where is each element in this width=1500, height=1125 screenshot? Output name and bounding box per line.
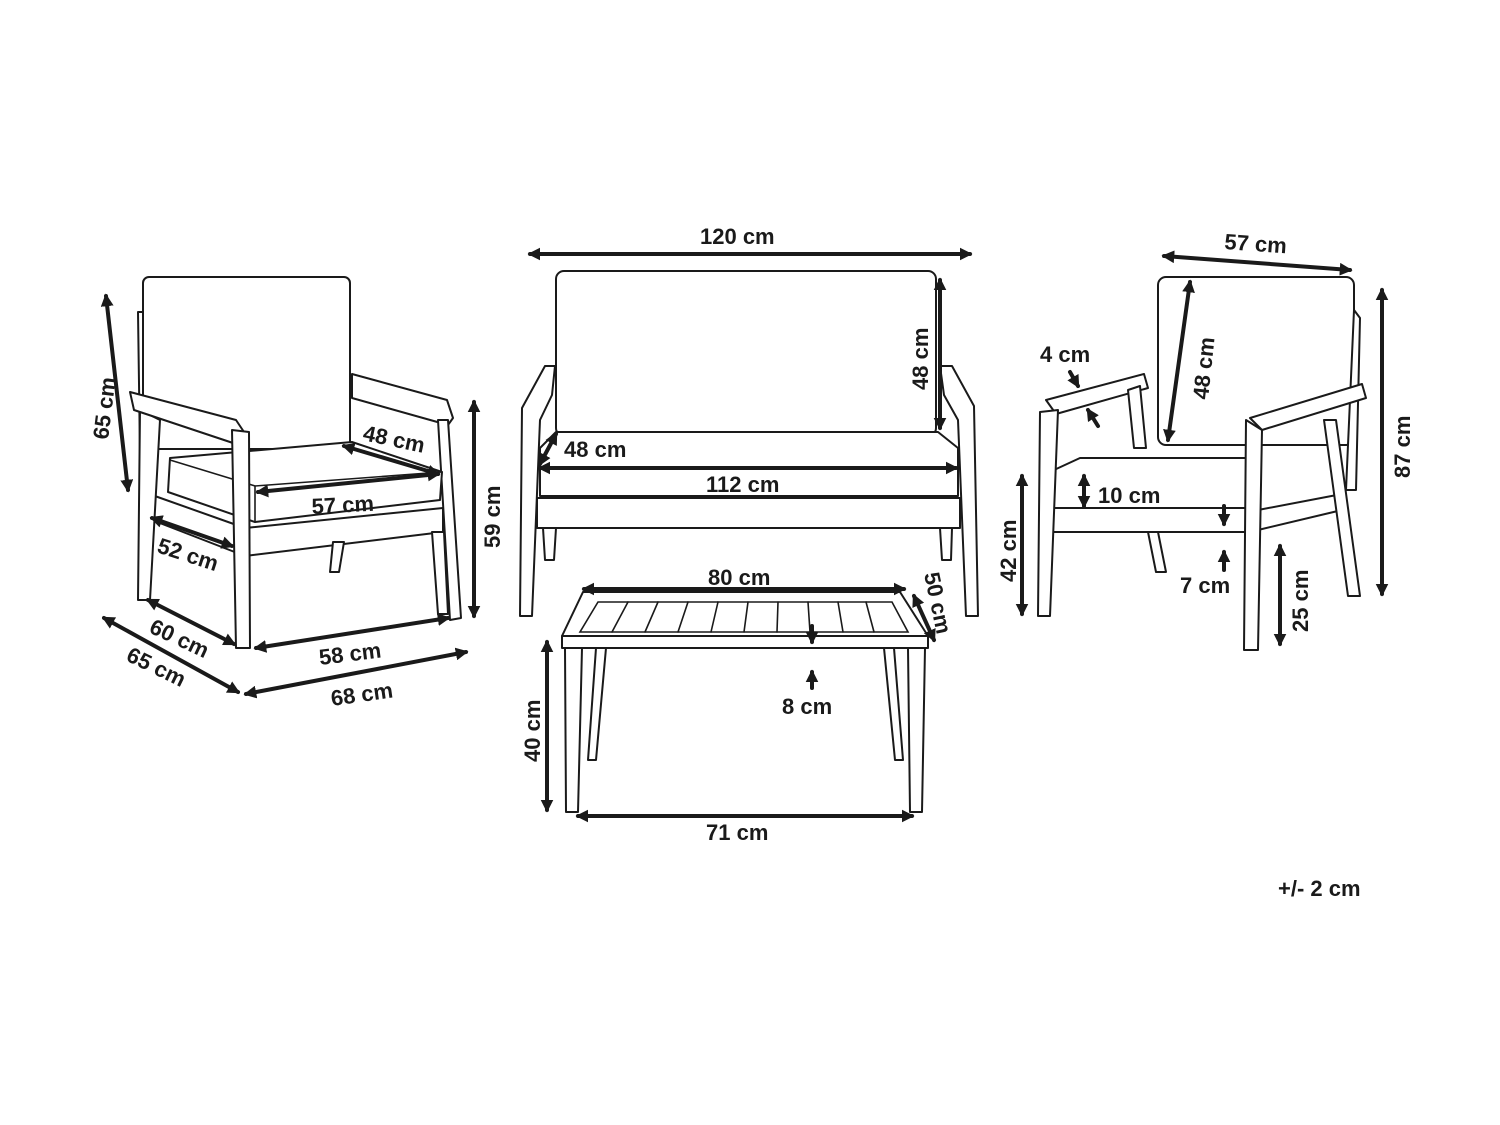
armchair-left-front-width-label: 58 cm [318,638,383,670]
armchair-right-arm-thickness-label: 4 cm [1040,342,1090,367]
coffee-table [561,591,929,813]
sofa-seat-width-label: 112 cm [706,472,779,497]
sofa-seat-depth-label: 48 cm [564,437,626,462]
armchair-right [1037,276,1367,651]
armchair-right-frame-gap-label: 7 cm [1180,573,1230,598]
armchair-right-arm-height-low-label: 25 cm [1288,570,1313,632]
armchair-right-total-height-label: 87 cm [1390,416,1415,478]
tolerance-label: +/- 2 cm [1278,876,1361,901]
armchair-right-cushion-thickness-label: 10 cm [1098,483,1160,508]
table-top-thickness-label: 8 cm [782,694,832,719]
armchair-left-height-arm-label: 59 cm [480,486,505,548]
table-depth-label: 50 cm [919,570,956,636]
dimension-labels: 65 cm 48 cm 57 cm 52 cm 59 cm 60 cm 58 c… [88,224,1415,901]
armchair-left-total-width-label: 68 cm [329,678,394,711]
armchair-left-seat-width-label: 57 cm [311,491,375,519]
sofa-width-label: 120 cm [700,224,775,249]
armchair-left-height-label: 65 cm [88,376,120,441]
sofa-back-height-label: 48 cm [908,328,933,390]
armchair-right-width-label: 57 cm [1224,229,1288,258]
armchair-left [129,276,462,649]
dimension-lines [100,247,1389,823]
table-height-label: 40 cm [520,700,545,762]
table-width-label: 80 cm [708,565,770,590]
table-leg-span-label: 71 cm [706,820,768,845]
armchair-right-seat-height-label: 42 cm [996,520,1021,582]
